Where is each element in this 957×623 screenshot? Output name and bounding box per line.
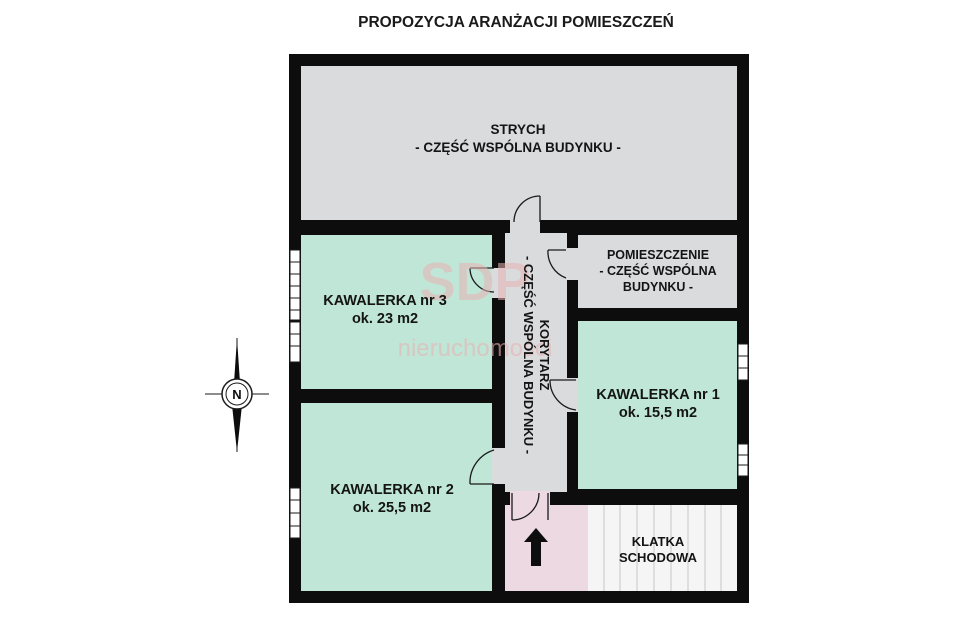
- door-gap-strych: [510, 220, 540, 234]
- windows: [289, 249, 749, 539]
- door-gap-k1: [566, 378, 578, 412]
- label-k1-1: KAWALERKA nr 1: [596, 387, 720, 403]
- entrance-arrow-icon: [524, 528, 548, 566]
- label-korytarz-2: - CZĘŚĆ WSPÓLNA BUDYNKU -: [521, 256, 536, 454]
- label-k3-2: ok. 23 m2: [352, 311, 418, 327]
- label-korytarz-1: KORYTARZ: [537, 320, 552, 391]
- room-kawalerka-3: [301, 235, 492, 389]
- room-kawalerka-1: [578, 321, 737, 489]
- door-gap-k3: [492, 268, 505, 298]
- door-gap-k2: [492, 448, 505, 484]
- label-k2-1: KAWALERKA nr 2: [330, 482, 454, 498]
- label-k1-2: ok. 15,5 m2: [619, 405, 697, 421]
- room-korytarz: [505, 233, 567, 492]
- watermark-brand: SDP: [419, 252, 530, 312]
- door-gap-entry: [510, 491, 550, 506]
- room-strych: [301, 66, 737, 220]
- label-pom-3: BUDYNKU -: [623, 280, 693, 294]
- watermark-tagline: nieruchomości: [398, 335, 553, 362]
- room-pomieszczenie: [578, 235, 737, 308]
- label-klatka-2: SCHODOWA: [619, 550, 698, 565]
- label-pom-2: - CZĘŚĆ WSPÓLNA: [599, 263, 716, 278]
- stairs: [603, 505, 722, 591]
- room-entry: [505, 505, 588, 591]
- label-strych-1: STRYCH: [490, 122, 545, 137]
- label-k2-2: ok. 25,5 m2: [353, 500, 431, 516]
- label-korytarz: KORYTARZ - CZĘŚĆ WSPÓLNA BUDYNKU -: [521, 256, 552, 454]
- label-klatka-1: KLATKA: [632, 534, 685, 549]
- door-gap-pom: [566, 248, 578, 280]
- room-kawalerka-2: [301, 403, 492, 591]
- label-pom-1: POMIESZCZENIE: [607, 248, 709, 262]
- label-k3-1: KAWALERKA nr 3: [323, 293, 447, 309]
- plan-title: PROPOZYCJA ARANŻACJI POMIESZCZEŃ: [358, 14, 674, 31]
- room-klatka-schodowa: [588, 505, 737, 591]
- door-swings: [469, 195, 577, 521]
- label-strych-2: - CZĘŚĆ WSPÓLNA BUDYNKU -: [415, 140, 621, 155]
- compass-icon: N: [205, 338, 269, 452]
- compass-label: N: [232, 387, 241, 402]
